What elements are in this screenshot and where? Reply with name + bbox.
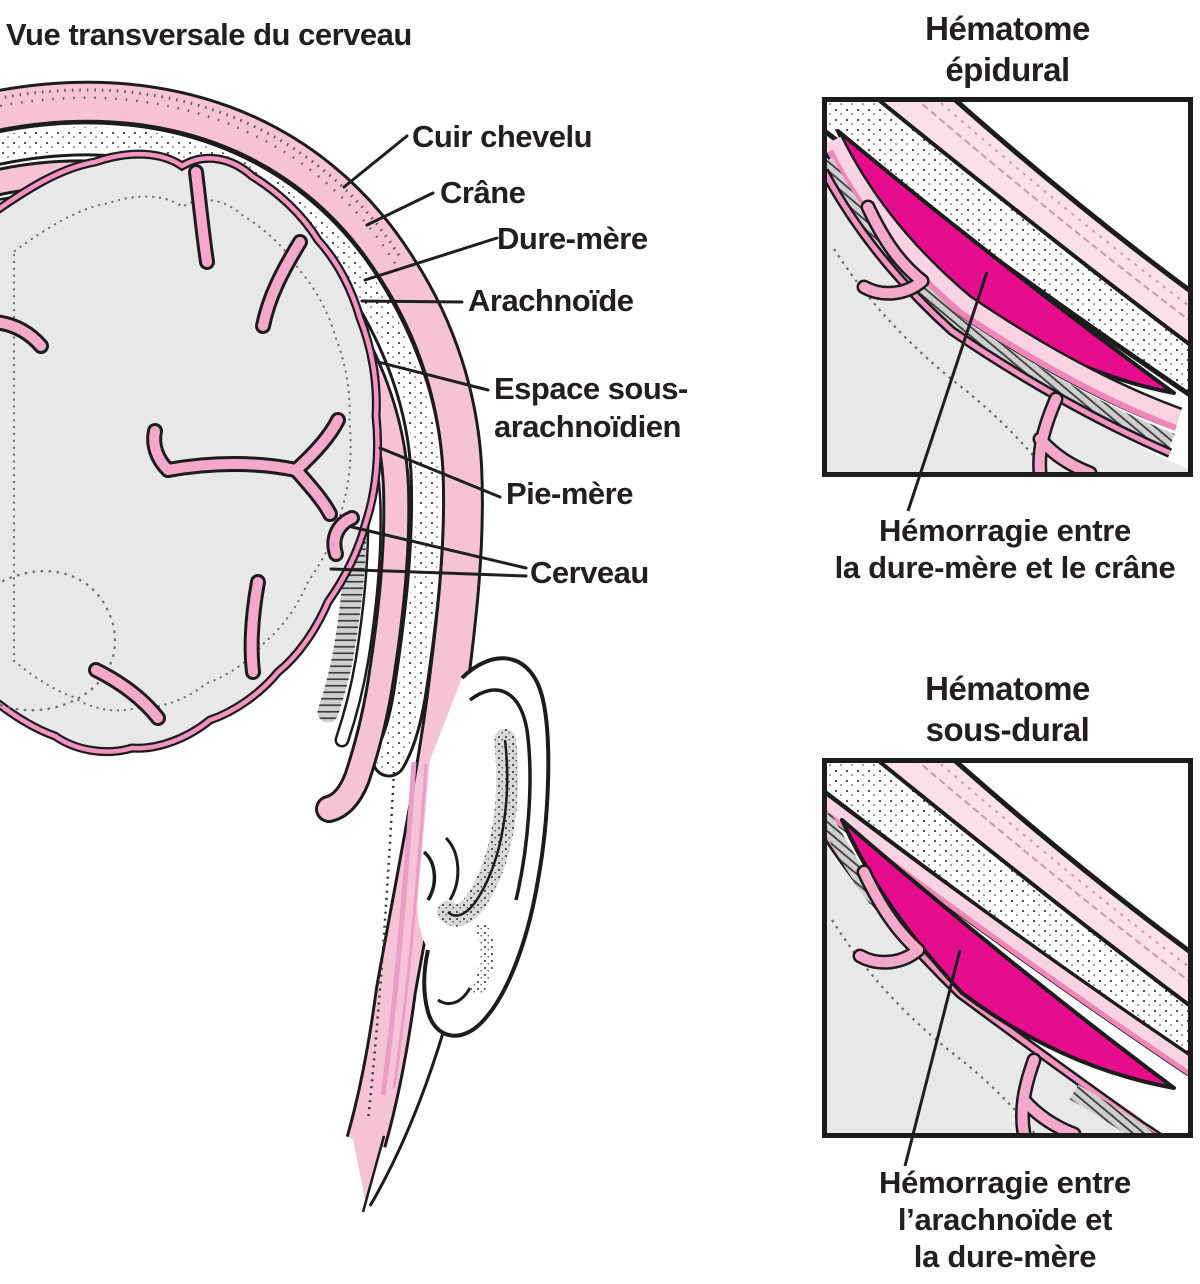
subdural-caption-line1: Hémorragie entre (879, 1165, 1131, 1200)
leader-cerveau-2 (329, 567, 528, 578)
epidural-caption-line2: la dure-mère et le crâne (834, 550, 1176, 585)
subdural-leader-line (903, 949, 962, 1167)
figure-title: Vue transversale du cerveau (6, 17, 412, 52)
leader-lines (329, 134, 528, 578)
label-dure-mere: Dure-mère (497, 221, 648, 256)
epidural-caption-line1: Hémorragie entre (879, 513, 1131, 548)
label-crane: Crâne (440, 175, 526, 210)
epidural-caption: Hémorragie entre la dure-mère et le crân… (790, 512, 1200, 586)
subdural-caption-line3: la dure-mère (913, 1239, 1097, 1274)
subdural-panel (822, 758, 1193, 1167)
epidural-panel (822, 97, 1193, 512)
epidural-title-line1: Hématome (925, 10, 1090, 47)
epidural-title-line2: épidural (945, 51, 1070, 88)
panel-border (822, 758, 1193, 1138)
subdural-caption: Hémorragie entre l’arachnoïde et la dure… (790, 1164, 1200, 1275)
label-espace-sous-arachnoidien: Espace sous- arachnoïdien (494, 370, 688, 446)
label-cuir-chevelu: Cuir chevelu (412, 119, 593, 154)
panel-brain (827, 835, 1143, 1133)
label-espace-line2: arachnoïdien (494, 409, 681, 444)
label-cerveau: Cerveau (530, 555, 649, 590)
scalp-strip-detail (352, 761, 428, 1213)
ear (417, 656, 551, 1038)
leader-pie-mere (378, 446, 502, 499)
leader-dure-mere (363, 236, 499, 282)
brain-cross-section-figure (0, 80, 551, 1213)
label-espace-line1: Espace sous- (494, 371, 688, 406)
leader-arachnoide (360, 299, 464, 304)
leader-espace (376, 360, 490, 392)
panel-brain (827, 176, 1188, 472)
label-pie-mere: Pie-mère (506, 476, 633, 511)
sulci (0, 164, 360, 726)
leader-crane (365, 191, 435, 227)
subdural-title-line1: Hématome (925, 670, 1090, 707)
label-arachnoide: Arachnoïde (468, 283, 634, 318)
subdural-caption-line2: l’arachnoïde et (897, 1202, 1113, 1237)
subdural-title-line2: sous-dural (925, 711, 1090, 748)
subdural-hematoma (840, 818, 1176, 1090)
epidural-title: Hématome épidural (820, 8, 1195, 90)
panel-border (822, 97, 1193, 477)
leader-cerveau-1 (350, 525, 528, 570)
leader-cuir-chevelu (342, 134, 409, 189)
epidural-leader-line (906, 271, 989, 512)
subdural-title: Hématome sous-dural (820, 668, 1195, 750)
